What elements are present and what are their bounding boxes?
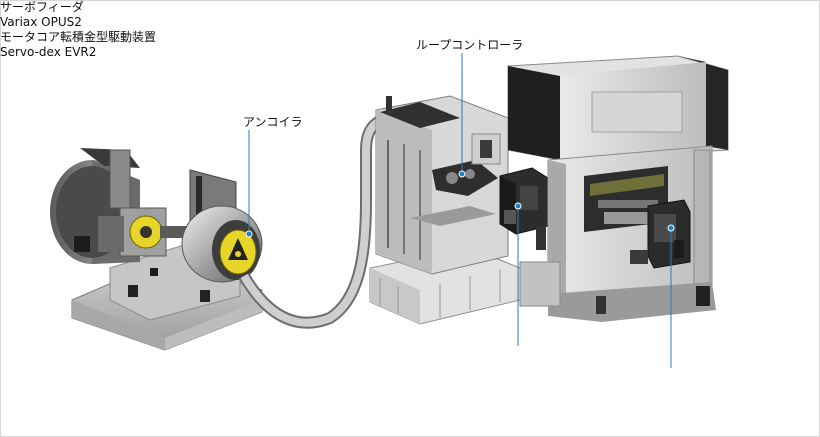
servo-feeder-machine: [499, 167, 549, 250]
steel-strip: [238, 112, 420, 329]
servo-press-model: Servo-dex EVR2: [0, 45, 97, 59]
label-loop-controller: ループコントローラ: [416, 38, 524, 52]
leader-lines: [245, 53, 675, 368]
press-machine: [507, 55, 729, 322]
servo-press-name: モータコア転積金型駆動装置: [0, 30, 157, 44]
servo-feeder-model: Variax OPUS2: [0, 15, 82, 29]
loop-controller-machine: [369, 95, 521, 325]
label-uncoiler: アンコイラ: [243, 115, 303, 129]
dot-loop: [458, 170, 466, 178]
label-servo-feeder: サーボフィーダ Variax OPUS2: [0, 0, 820, 30]
label-servo-press: モータコア転積金型駆動装置 Servo-dex EVR2: [0, 30, 820, 60]
uncoiler-machine: [50, 148, 263, 351]
dot-uncoiler: [245, 230, 253, 238]
dot-servo: [667, 224, 675, 232]
dot-feeder: [514, 202, 522, 210]
servo-feeder-name: サーボフィーダ: [0, 0, 84, 14]
